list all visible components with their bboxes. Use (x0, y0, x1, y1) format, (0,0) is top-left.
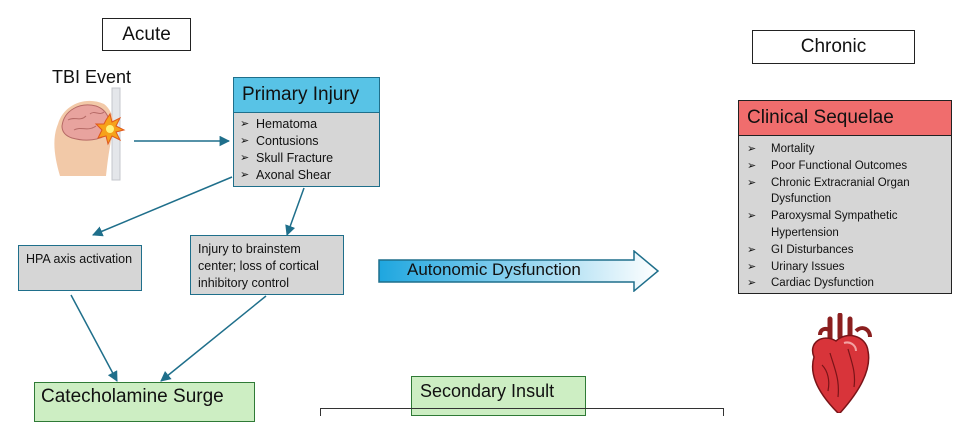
heart-icon (811, 313, 872, 413)
arrow-bullet-icon: ➢ (747, 210, 757, 223)
arrow-bullet-icon: ➢ (240, 152, 250, 164)
arrow-bullet-icon: ➢ (240, 135, 250, 147)
primary-injury-box: Primary Injury ➢Hematoma ➢Contusions ➢Sk… (233, 77, 380, 187)
secondary-insult-label: Secondary Insult (420, 381, 555, 401)
arrow-bullet-icon: ➢ (240, 118, 250, 130)
list-item: ➢Axonal Shear (240, 168, 332, 182)
arrow-bullet-icon: ➢ (747, 176, 757, 189)
list-item: ➢Poor Functional Outcomes (747, 158, 945, 175)
arrow-bullet-icon: ➢ (747, 243, 757, 256)
acute-label: Acute (102, 18, 191, 51)
catecholamine-surge-label: Catecholamine Surge (41, 386, 224, 407)
autonomic-dysfunction-arrow (378, 250, 660, 292)
arrow-bullet-icon: ➢ (240, 169, 250, 181)
hpa-axis-box: HPA axis activation (18, 245, 142, 291)
list-item: ➢Mortality (747, 141, 945, 158)
tbi-event-label: TBI Event (52, 67, 132, 87)
acute-label-text: Acute (122, 23, 171, 45)
list-item: ➢Contusions (240, 134, 319, 148)
arrow-bullet-icon: ➢ (747, 277, 757, 290)
chronic-label-text: Chronic (800, 36, 867, 57)
arrow-bullet-icon: ➢ (747, 143, 757, 155)
brainstem-box: Injury to brainstem center; loss of cort… (190, 235, 344, 295)
list-item: ➢Skull Fracture (240, 151, 334, 165)
clinical-sequelae-list: ➢Mortality ➢Poor Functional Outcomes ➢Ch… (739, 136, 951, 293)
primary-injury-list: ➢Hematoma ➢Contusions ➢Skull Fracture ➢A… (234, 113, 379, 186)
catecholamine-surge-box: Catecholamine Surge (34, 382, 255, 422)
list-item: ➢Paroxysmal Sympathetic Hypertension (747, 208, 945, 242)
arrow-primary-to-hpa (92, 176, 233, 237)
list-item: ➢Cardiac Dysfunction (747, 275, 945, 292)
clinical-sequelae-title: Clinical Sequelae (739, 101, 951, 136)
chronic-label: Chronic (752, 30, 915, 64)
arrow-primary-to-brainstem (285, 187, 305, 236)
connector-arrows (70, 135, 305, 382)
primary-injury-title: Primary Injury (234, 78, 379, 113)
arrow-bullet-icon: ➢ (747, 260, 757, 273)
list-item: ➢Urinary Issues (747, 259, 945, 276)
brainstem-text: Injury to brainstem center; loss of cort… (198, 242, 319, 290)
list-item: ➢Chronic Extracranial Organ Dysfunction (747, 175, 945, 209)
hpa-axis-text: HPA axis activation (26, 252, 133, 266)
list-item: ➢Hematoma (240, 117, 318, 131)
head-impact-icon (54, 87, 126, 181)
arrow-brainstem-to-catecholamine (160, 295, 267, 382)
secondary-insult-table-edge (320, 408, 724, 416)
secondary-insult-box: Secondary Insult (411, 376, 586, 416)
arrow-bullet-icon: ➢ (747, 159, 757, 172)
list-item: ➢GI Disturbances (747, 242, 945, 259)
autonomic-dysfunction-label: Autonomic Dysfunction (407, 260, 581, 279)
clinical-sequelae-box: Clinical Sequelae ➢Mortality ➢Poor Funct… (738, 100, 952, 294)
arrow-hpa-to-catecholamine (70, 294, 118, 382)
